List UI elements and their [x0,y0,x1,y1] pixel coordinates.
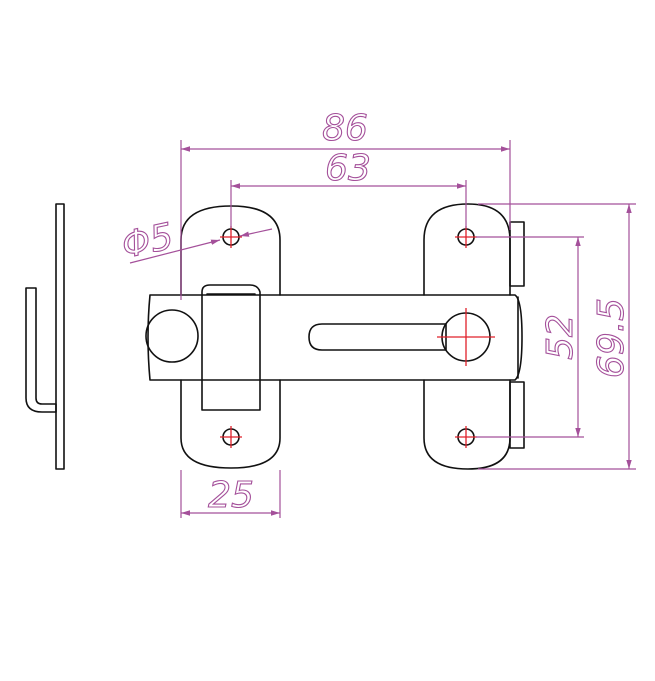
dimension-overall-width: 86 [180,107,511,300]
bolt-slot [308,323,447,351]
dim-label-overall-height: 69.5 [591,298,632,378]
side-view-plate [55,203,65,470]
dimension-hole-spacing-height: 52 [476,236,584,438]
dimension-overall-height: 69.5 [478,203,636,470]
dim-label-plate-width: 25 [208,475,254,516]
dim-label-hole-diameter: Φ5 [118,216,177,267]
right-plate-top [423,203,511,296]
right-stop-tab-bottom [509,381,525,449]
side-view [25,203,65,470]
dimension-hole-spacing-width: 63 [230,147,467,228]
dimension-plate-width: 25 [180,470,281,518]
front-view [145,203,525,470]
dim-label-hole-spacing-height: 52 [540,314,581,360]
dim-label-hole-spacing-width: 63 [325,148,371,189]
dimension-hole-diameter: Φ5 [118,215,273,267]
keeper-strap [201,284,261,411]
bolt-body [147,294,523,381]
side-view-hook [25,287,57,413]
left-plate-bottom [180,379,281,469]
right-plate-bottom [423,379,511,470]
dim-label-overall-width: 86 [322,108,368,149]
bolt-knob [145,309,199,363]
center-marks [220,226,495,448]
right-stop-tab-top [509,221,525,287]
